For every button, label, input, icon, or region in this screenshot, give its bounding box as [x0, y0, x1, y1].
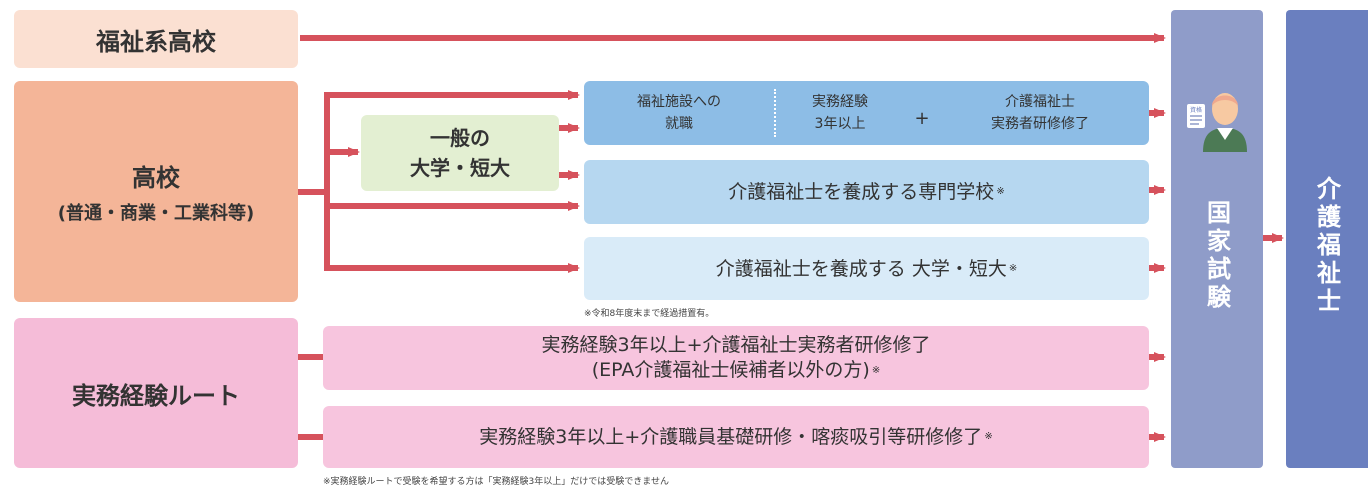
- work-option2-box: 実務経験3年以上+介護職員基礎研修・喀痰吸引等研修修了※: [323, 406, 1149, 468]
- certificate-icon-text: 資格: [1190, 106, 1202, 114]
- general-university-box: 一般の 大学・短大: [361, 115, 559, 191]
- care-worker-result-box: 介護福祉士: [1286, 10, 1368, 468]
- work-option1-mark: ※: [871, 365, 881, 376]
- work-option2-mark: ※: [984, 431, 993, 442]
- work-route-box: 実務経験ルート: [14, 318, 298, 468]
- national-exam-label: 国家試験: [1202, 200, 1231, 312]
- high-school-sub-label: (普通・商業・工業科等): [57, 203, 255, 224]
- high-school-box: 高校 (普通・商業・工業科等): [14, 81, 298, 302]
- welfare-high-school-label: 福祉系高校: [96, 27, 216, 56]
- vocational-school-label: 介護福祉士を養成する専門学校: [728, 181, 995, 203]
- work-option1-line1: 実務経験3年以上+介護福祉士実務者研修修了: [541, 334, 931, 356]
- transition-note: ※令和8年度末まで経過措置有。: [584, 309, 715, 319]
- national-exam-box: 資格 国家試験: [1171, 10, 1263, 468]
- welfare-high-school-box: 福祉系高校: [14, 10, 298, 68]
- employment-divider: [774, 89, 776, 137]
- employment-col3: 介護福祉士 実務者研修修了: [940, 91, 1140, 135]
- work-option2-label: 実務経験3年以上+介護職員基礎研修・喀痰吸引等研修修了: [479, 426, 983, 448]
- general-university-line1: 一般の: [430, 126, 490, 150]
- employment-plus: +: [914, 107, 930, 129]
- employment-col1: 福祉施設への 就職: [584, 91, 774, 135]
- employment-col2-line1: 実務経験: [812, 94, 868, 110]
- employment-col2-line2: 3年以上: [814, 116, 866, 132]
- employment-col2: 実務経験 3年以上: [776, 91, 904, 135]
- examinee-icon: 資格: [1187, 93, 1247, 152]
- vocational-school-mark: ※: [996, 186, 1005, 197]
- work-route-note: ※実務経験ルートで受験を希望する方は「実務経験3年以上」だけでは受験できません: [323, 477, 669, 487]
- training-university-mark: ※: [1008, 262, 1018, 274]
- employment-col3-line1: 介護福祉士: [1005, 94, 1075, 110]
- vocational-school-box: 介護福祉士を養成する専門学校※: [584, 160, 1149, 224]
- general-university-line2: 大学・短大: [410, 156, 510, 180]
- work-route-label: 実務経験ルート: [72, 381, 240, 410]
- training-university-label: 介護福祉士を養成する 大学・短大: [715, 257, 1007, 280]
- employment-col3-line2: 実務者研修修了: [991, 116, 1089, 132]
- work-option1-box: 実務経験3年以上+介護福祉士実務者研修修了 (EPA介護福祉士候補者以外の方)※: [323, 326, 1149, 390]
- employment-col1-line1: 福祉施設への: [637, 94, 721, 110]
- employment-col1-line2: 就職: [665, 116, 693, 132]
- welfare-employment-box: 福祉施設への 就職 実務経験 3年以上 + 介護福祉士 実務者研修修了: [584, 81, 1149, 145]
- care-worker-result-label: 介護福祉士: [1312, 176, 1341, 316]
- high-school-label: 高校: [132, 164, 180, 192]
- work-option1-line2: (EPA介護福祉士候補者以外の方): [591, 359, 870, 381]
- training-university-box: 介護福祉士を養成する 大学・短大※: [584, 237, 1149, 300]
